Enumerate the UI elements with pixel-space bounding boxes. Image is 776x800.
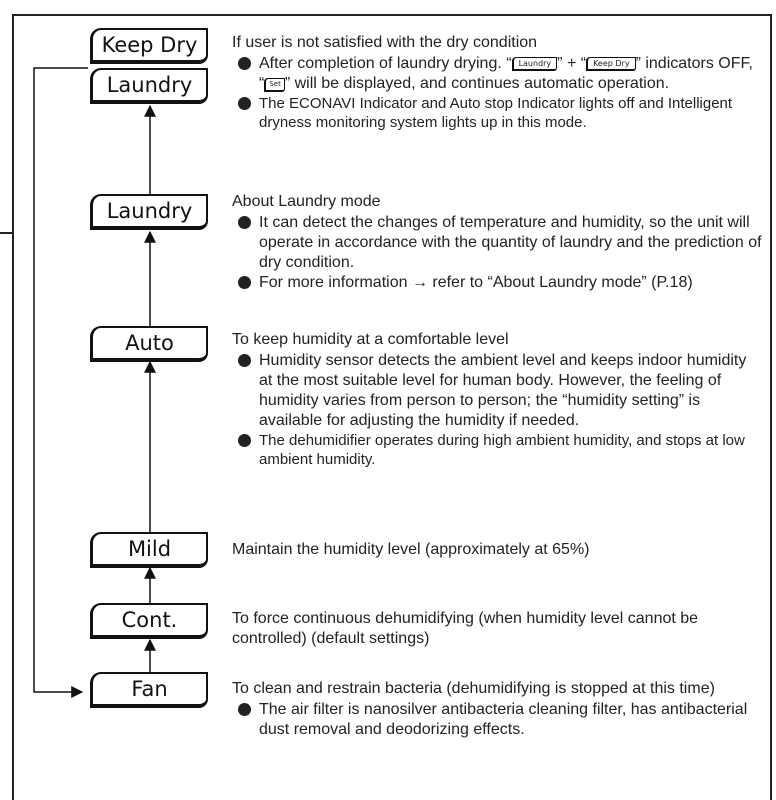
cont-description: To force continuous dehumidifying (when …	[232, 609, 762, 649]
keepdry-description: If user is not satisfied with the dry co…	[232, 33, 762, 132]
mode-mild: Mild	[90, 532, 208, 568]
list-item: After completion of laundry drying. “Lau…	[232, 54, 762, 94]
list-item: The ECONAVI Indicator and Auto stop Indi…	[232, 94, 762, 132]
page-frame	[12, 14, 772, 800]
auto-bullets: Humidity sensor detects the ambient leve…	[232, 351, 762, 469]
list-item: The dehumidifier operates during high am…	[232, 431, 762, 469]
arrow-loop-back-to-fan	[33, 67, 88, 698]
mode-fan: Fan	[90, 672, 208, 708]
keepdry-indicator-icon: Keep Dry	[586, 57, 636, 71]
mild-title: Maintain the humidity level (approximate…	[232, 541, 590, 558]
mild-description: Maintain the humidity level (approximate…	[232, 540, 762, 560]
fan-title: To clean and restrain bacteria (dehumidi…	[232, 680, 715, 697]
auto-title: To keep humidity at a comfortable level	[232, 331, 509, 348]
bullet-icon	[238, 97, 251, 110]
bullet-icon	[238, 354, 251, 367]
list-item: For more information → refer to “About L…	[232, 273, 762, 293]
laundry-description: About Laundry mode It can detect the cha…	[232, 192, 762, 293]
cont-title: To force continuous dehumidifying (when …	[232, 610, 699, 647]
list-item: The air filter is nanosilver antibacteri…	[232, 700, 762, 740]
left-edge-mark	[0, 232, 12, 234]
bullet-icon	[238, 703, 251, 716]
set-indicator-icon: Set	[264, 78, 285, 92]
mode-laundry: Laundry	[90, 194, 208, 230]
laundry-indicator-icon: Laundry	[511, 57, 558, 71]
bullet-icon	[238, 276, 251, 289]
laundry-title: About Laundry mode	[232, 193, 381, 210]
mode-auto: Auto	[90, 326, 208, 362]
bullet-icon	[238, 434, 251, 447]
mode-laundry-top: Laundry	[90, 68, 208, 104]
list-item: Humidity sensor detects the ambient leve…	[232, 351, 762, 431]
fan-description: To clean and restrain bacteria (dehumidi…	[232, 679, 762, 740]
bullet-icon	[238, 57, 251, 70]
list-item: It can detect the changes of temperature…	[232, 213, 762, 273]
keepdry-title: If user is not satisfied with the dry co…	[232, 34, 538, 51]
mode-cont: Cont.	[90, 603, 208, 639]
auto-description: To keep humidity at a comfortable level …	[232, 330, 762, 469]
mode-keepdry: Keep Dry	[90, 28, 208, 64]
bullet-icon	[238, 216, 251, 229]
fan-bullets: The air filter is nanosilver antibacteri…	[232, 700, 762, 740]
laundry-bullets: It can detect the changes of temperature…	[232, 213, 762, 293]
keepdry-bullets: After completion of laundry drying. “Lau…	[232, 54, 762, 132]
